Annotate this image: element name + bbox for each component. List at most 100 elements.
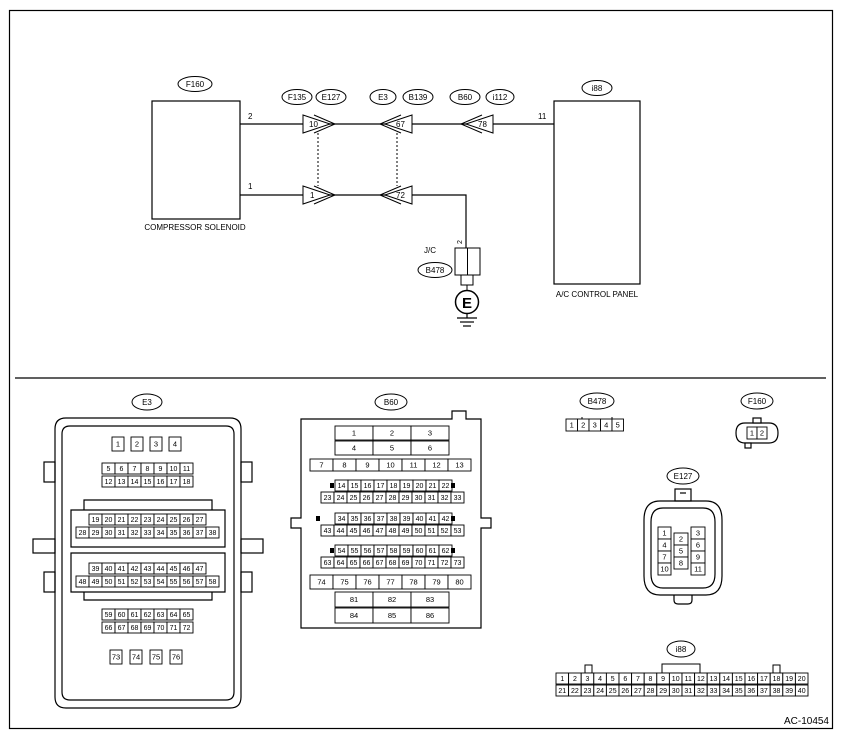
svg-text:3: 3: [154, 440, 158, 449]
pin-cell: 76: [169, 649, 183, 665]
ground-e-icon: E: [454, 289, 480, 315]
pin-cell: 17: [166, 475, 181, 488]
svg-text:79: 79: [432, 578, 440, 587]
pin-cell: 10: [166, 462, 181, 475]
pin-cell: 4: [168, 436, 182, 452]
svg-text:63: 63: [157, 612, 165, 619]
pin-cell: 3: [580, 672, 595, 685]
jc-pin-2: 2: [457, 240, 464, 244]
svg-text:4: 4: [352, 444, 356, 453]
pin-cell: 11: [690, 562, 706, 576]
pin-cell: 77: [378, 574, 403, 590]
svg-text:49: 49: [92, 579, 100, 586]
svg-text:76: 76: [363, 578, 371, 587]
svg-text:51: 51: [428, 528, 436, 535]
svg-text:72: 72: [183, 625, 191, 632]
pin-cell: 41: [425, 512, 440, 525]
pin-cell: 55: [166, 575, 181, 588]
pin-cell: 13: [447, 458, 472, 472]
pin-cell: 40: [101, 562, 116, 575]
svg-text:37: 37: [760, 688, 768, 695]
svg-text:B60: B60: [384, 398, 399, 407]
pin-cell: 16: [153, 475, 168, 488]
svg-text:12: 12: [697, 676, 705, 683]
pin-cell: 41: [114, 562, 129, 575]
pin-cell: 11: [681, 672, 696, 685]
wiring-section: F160 COMPRESSOR SOLENOID 2 1 F135 E127 1…: [144, 76, 641, 327]
svg-text:23: 23: [324, 495, 332, 502]
figure-id: AC-10454: [784, 716, 829, 727]
compressor-solenoid-box: [151, 100, 241, 220]
svg-text:48: 48: [79, 579, 87, 586]
jc-label: J/C: [424, 246, 436, 255]
svg-text:54: 54: [338, 548, 346, 555]
pin-cell: 75: [332, 574, 357, 590]
pin-cell: 31: [681, 684, 696, 697]
pin-cell: 35: [347, 512, 362, 525]
pin-cell: 31: [114, 526, 129, 539]
pin-cell: 14: [719, 672, 733, 685]
svg-text:9: 9: [661, 676, 665, 683]
pin-cell: 23: [580, 684, 595, 697]
svg-text:22: 22: [442, 483, 450, 490]
pin-cell: 4: [600, 418, 613, 432]
svg-text:25: 25: [609, 688, 617, 695]
svg-text:34: 34: [157, 530, 165, 537]
pin-cell: 64: [333, 556, 348, 569]
pin-cell: 58: [205, 575, 220, 588]
pin-cell: 71: [166, 621, 181, 634]
svg-text:10: 10: [386, 461, 394, 470]
pin-cell: 84: [334, 607, 374, 624]
svg-text:E: E: [462, 295, 472, 312]
pin-cell: 16: [744, 672, 759, 685]
pin-cell: 24: [593, 684, 607, 697]
pin-row-latch: [330, 483, 334, 488]
pin-cell: 34: [153, 526, 168, 539]
svg-text:40: 40: [416, 516, 424, 523]
ac-control-panel-label: A/C CONTROL PANEL: [556, 290, 639, 299]
svg-text:30: 30: [105, 530, 113, 537]
pin-cell: 37: [192, 526, 207, 539]
svg-text:36: 36: [747, 688, 755, 695]
svg-text:1: 1: [560, 676, 564, 683]
pin-cell: 22: [127, 513, 142, 526]
svg-text:29: 29: [92, 530, 100, 537]
pin-cell: 31: [424, 491, 439, 504]
pin-cell: 9: [690, 550, 706, 564]
connector-tag-b139: B139: [402, 89, 434, 105]
pin-cell: 6: [410, 440, 450, 456]
svg-text:38: 38: [390, 516, 398, 523]
pin-cell: 78: [401, 574, 426, 590]
svg-text:41: 41: [429, 516, 437, 523]
svg-text:34: 34: [338, 516, 346, 523]
svg-text:53: 53: [454, 528, 462, 535]
svg-text:57: 57: [196, 579, 204, 586]
svg-text:31: 31: [118, 530, 126, 537]
svg-text:B478: B478: [426, 266, 445, 275]
ground-terminal: [460, 274, 474, 286]
svg-text:60: 60: [416, 548, 424, 555]
pin-cell: 5: [611, 418, 624, 432]
pin-cell: 2: [568, 672, 582, 685]
pin-cell: 30: [411, 491, 426, 504]
svg-text:27: 27: [196, 517, 204, 524]
svg-text:18: 18: [773, 676, 781, 683]
pin-cell: 15: [347, 479, 362, 492]
pin-cell: 36: [360, 512, 375, 525]
svg-text:10: 10: [309, 120, 318, 129]
svg-text:6: 6: [623, 676, 627, 683]
connector-tag-e127-title: E127: [666, 467, 700, 485]
pin-cell: 28: [643, 684, 658, 697]
pin-cell: 9: [355, 458, 380, 472]
pin-cell: 27: [192, 513, 207, 526]
svg-text:55: 55: [170, 579, 178, 586]
pin-cell: 27: [372, 491, 387, 504]
pin-cell: 18: [386, 479, 401, 492]
svg-text:15: 15: [351, 483, 359, 490]
pin-cell: 60: [114, 608, 129, 621]
pin-cell: 69: [398, 556, 413, 569]
pin-cell: 24: [153, 513, 168, 526]
pin-cell: 59: [101, 608, 116, 621]
pin-cell: 26: [359, 491, 374, 504]
pin-cell: 29: [88, 526, 103, 539]
